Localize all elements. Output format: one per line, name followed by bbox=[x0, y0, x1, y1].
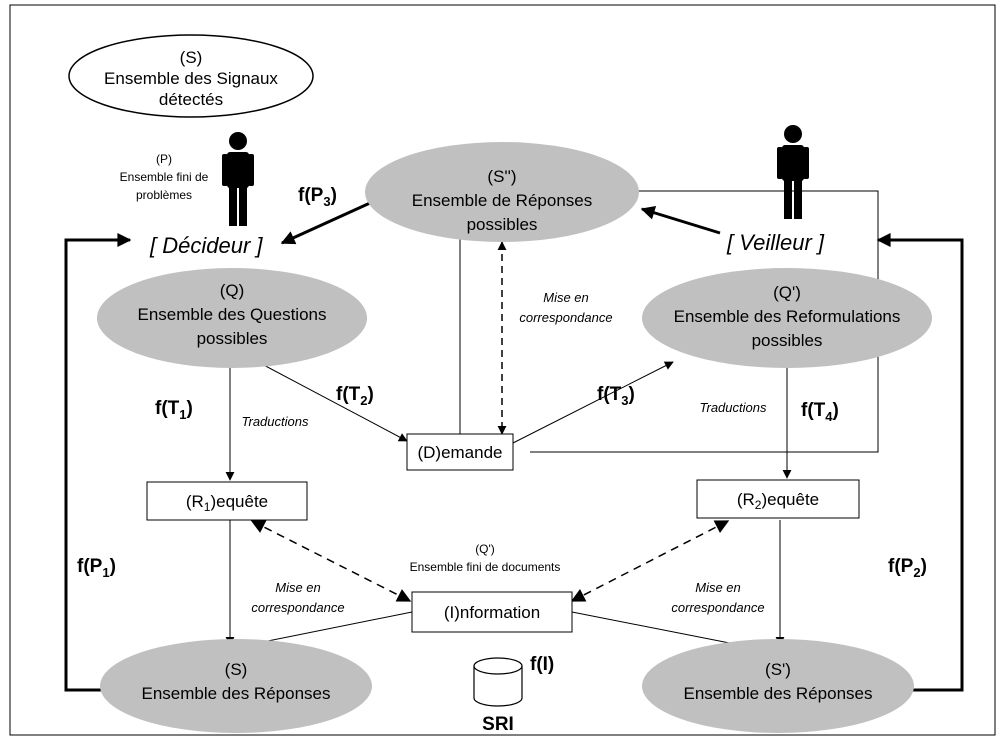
requete2-label: (R2)equête bbox=[737, 490, 819, 512]
requete2-box bbox=[696, 479, 860, 519]
requete1-label: (R1)equête bbox=[186, 492, 268, 514]
veilleur-person-icon bbox=[777, 125, 809, 219]
demande-label: (D)emande bbox=[417, 443, 502, 462]
questions-ellipse bbox=[97, 268, 367, 368]
responses-s-label-2: Ensemble des Réponses bbox=[141, 684, 330, 703]
fp2-label: f(P2) bbox=[888, 556, 927, 580]
veilleur-label: [ Veilleur ] bbox=[726, 230, 825, 255]
ft2-label: f(T2) bbox=[336, 384, 374, 408]
arrow-veilleur-to-s2 bbox=[640, 206, 721, 235]
mise-left-label-1: Mise en bbox=[275, 580, 321, 595]
sri-label: SRI bbox=[482, 714, 514, 735]
fp1-label: f(P1) bbox=[77, 556, 116, 580]
responses-s-label-1: (S) bbox=[225, 660, 248, 679]
decideur-label: [ Décideur ] bbox=[149, 233, 263, 258]
arrow-info-to-s3 bbox=[571, 611, 756, 651]
reformulations-label-1: (Q') bbox=[773, 283, 801, 302]
feedback-loop-left bbox=[64, 233, 132, 692]
questions-label-2: Ensemble des Questions bbox=[138, 305, 327, 324]
responses-s-ellipse bbox=[100, 639, 372, 733]
arrow-demande-to-q2 bbox=[512, 361, 674, 444]
responses-possible-label-1: (S'') bbox=[487, 167, 516, 186]
arrow-q-to-demande bbox=[257, 361, 408, 442]
responses-possible-label-3: possibles bbox=[467, 215, 538, 234]
mise-left-label-2: correspondance bbox=[251, 600, 344, 615]
reformulations-label-2: Ensemble des Reformulations bbox=[674, 307, 901, 326]
problems-label-3: problèmes bbox=[136, 188, 192, 202]
ft4-label: f(T4) bbox=[801, 400, 839, 424]
problems-label-2: Ensemble fini de bbox=[120, 170, 209, 184]
documents-label-2: Ensemble fini de documents bbox=[410, 560, 561, 574]
traductions-left-label: Traductions bbox=[242, 414, 309, 429]
dashed-arrow-r1-info bbox=[250, 520, 412, 602]
ft1-label: f(T1) bbox=[155, 398, 193, 422]
demande-box bbox=[406, 433, 514, 471]
mise-top-label-1: Mise en bbox=[543, 290, 589, 305]
mise-top-label-2: correspondance bbox=[519, 310, 612, 325]
responses-possible-label-2: Ensemble de Réponses bbox=[412, 191, 593, 210]
signals-label-2: Ensemble des Signaux bbox=[104, 69, 278, 88]
traductions-right-label: Traductions bbox=[700, 400, 767, 415]
signals-label-1: (S) bbox=[180, 48, 203, 67]
dashed-arrow-r2-info bbox=[570, 520, 730, 602]
questions-label-1: (Q) bbox=[220, 281, 245, 300]
mise-right-label-1: Mise en bbox=[695, 580, 741, 595]
mise-right-label-2: correspondance bbox=[671, 600, 764, 615]
diagram-frame bbox=[9, 4, 996, 736]
database-icon bbox=[473, 657, 523, 707]
information-box bbox=[411, 591, 573, 633]
arrow-s2-to-decideur bbox=[280, 201, 371, 245]
reformulations-label-3: possibles bbox=[752, 331, 823, 350]
fi-label: f(I) bbox=[530, 654, 554, 675]
responses-s3-label-1: (S') bbox=[765, 660, 791, 679]
problems-label-1: (P) bbox=[156, 152, 172, 166]
information-label: (I)nformation bbox=[444, 603, 540, 622]
ft3-label: f(T3) bbox=[597, 384, 635, 408]
responses-possible-ellipse bbox=[365, 142, 639, 242]
responses-s3-label-2: Ensemble des Réponses bbox=[683, 684, 872, 703]
fp3-label: f(P3) bbox=[298, 185, 337, 209]
documents-label-1: (Q') bbox=[475, 542, 495, 556]
feedback-loop-right bbox=[876, 233, 964, 692]
decideur-person-icon bbox=[222, 132, 254, 226]
questions-label-3: possibles bbox=[197, 329, 268, 348]
reformulations-ellipse bbox=[642, 268, 932, 368]
responses-s3-ellipse bbox=[642, 639, 914, 733]
requete1-box bbox=[146, 481, 308, 521]
signals-label-3: détectés bbox=[159, 90, 223, 109]
signals-ellipse bbox=[68, 34, 314, 118]
